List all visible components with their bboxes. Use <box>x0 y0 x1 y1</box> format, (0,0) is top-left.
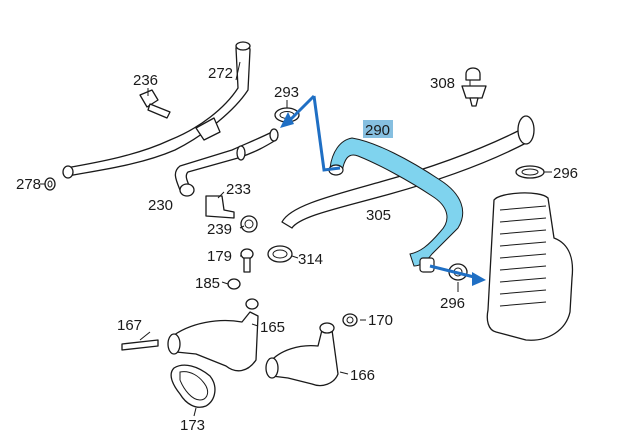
callout-185: 185 <box>195 275 220 292</box>
clamp-314[interactable] <box>267 245 293 263</box>
radiator-tank[interactable] <box>486 192 574 341</box>
clip-308[interactable] <box>461 67 487 107</box>
flow-arrow-lower <box>429 264 486 286</box>
screw-236[interactable] <box>139 89 171 119</box>
callout-173: 173 <box>180 417 205 434</box>
water-outlet-166[interactable] <box>265 322 339 387</box>
hose-230[interactable] <box>174 128 279 197</box>
bolt-179[interactable] <box>240 248 254 273</box>
callout-167: 167 <box>117 317 142 334</box>
callout-233: 233 <box>226 181 251 198</box>
callout-308: 308 <box>430 75 455 92</box>
washer-185[interactable] <box>227 278 241 290</box>
flow-arrow-upper <box>280 94 341 172</box>
pipe-272[interactable] <box>62 41 251 179</box>
callout-296-upper: 296 <box>553 165 578 182</box>
callout-239: 239 <box>207 221 232 238</box>
leader-lines <box>40 61 552 417</box>
callout-272: 272 <box>208 65 233 82</box>
callout-296-lower: 296 <box>440 295 465 312</box>
pin-167[interactable] <box>121 339 159 351</box>
callout-170: 170 <box>368 312 393 329</box>
callout-314: 314 <box>298 251 323 268</box>
gasket-173[interactable] <box>170 364 216 408</box>
callout-278: 278 <box>16 176 41 193</box>
callout-236: 236 <box>133 72 158 89</box>
seal-239[interactable] <box>240 215 258 233</box>
bracket-233[interactable] <box>205 195 235 219</box>
callout-165: 165 <box>260 319 285 336</box>
callout-230: 230 <box>148 197 173 214</box>
callout-179: 179 <box>207 248 232 265</box>
thermostat-housing-165[interactable] <box>167 298 259 372</box>
seal-ring-170[interactable] <box>342 313 358 327</box>
washer-278[interactable] <box>44 177 56 191</box>
callout-166: 166 <box>350 367 375 384</box>
clamp-296-upper[interactable] <box>515 165 545 179</box>
callout-290-highlight <box>363 120 393 138</box>
callout-293: 293 <box>274 84 299 101</box>
callout-305: 305 <box>366 207 391 224</box>
callout-290: 290 <box>365 122 390 139</box>
